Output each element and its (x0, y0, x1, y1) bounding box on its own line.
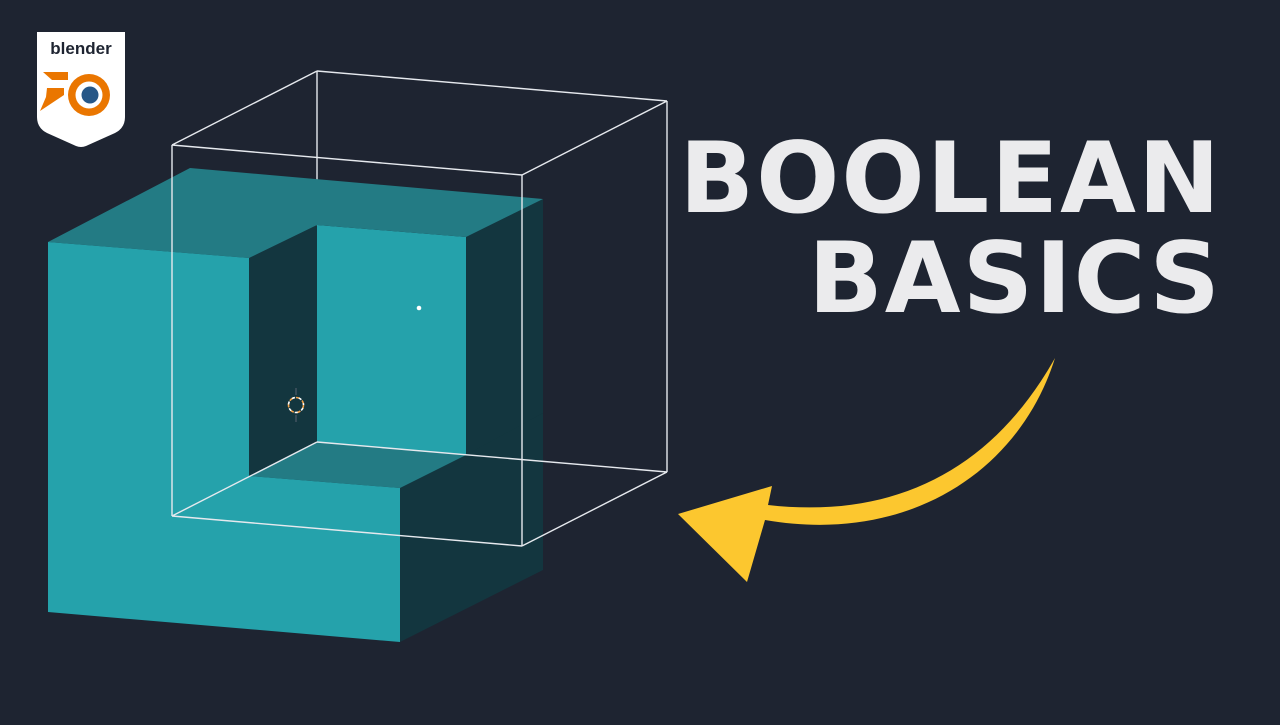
3d-cursor-icon (287, 388, 305, 422)
title-line-1: BOOLEAN (679, 122, 1222, 236)
object-origin-dot (416, 305, 422, 311)
solid-inner-dark (249, 225, 317, 476)
solid-inner-floor (249, 442, 466, 488)
title-line-2: BASICS (808, 222, 1222, 336)
blender-badge: blender (37, 32, 125, 147)
blender-logo-icon (40, 72, 110, 116)
solid-right-upper (466, 199, 543, 455)
solid-front (48, 242, 400, 642)
badge-label: blender (50, 39, 112, 58)
wireframe-front-edges (171, 145, 668, 547)
solid-inner-back-wall (317, 225, 466, 455)
cut-solid (48, 168, 543, 642)
solid-right-lower (400, 413, 543, 642)
wireframe-back-edges (171, 70, 668, 472)
curved-arrow-icon (678, 358, 1055, 582)
